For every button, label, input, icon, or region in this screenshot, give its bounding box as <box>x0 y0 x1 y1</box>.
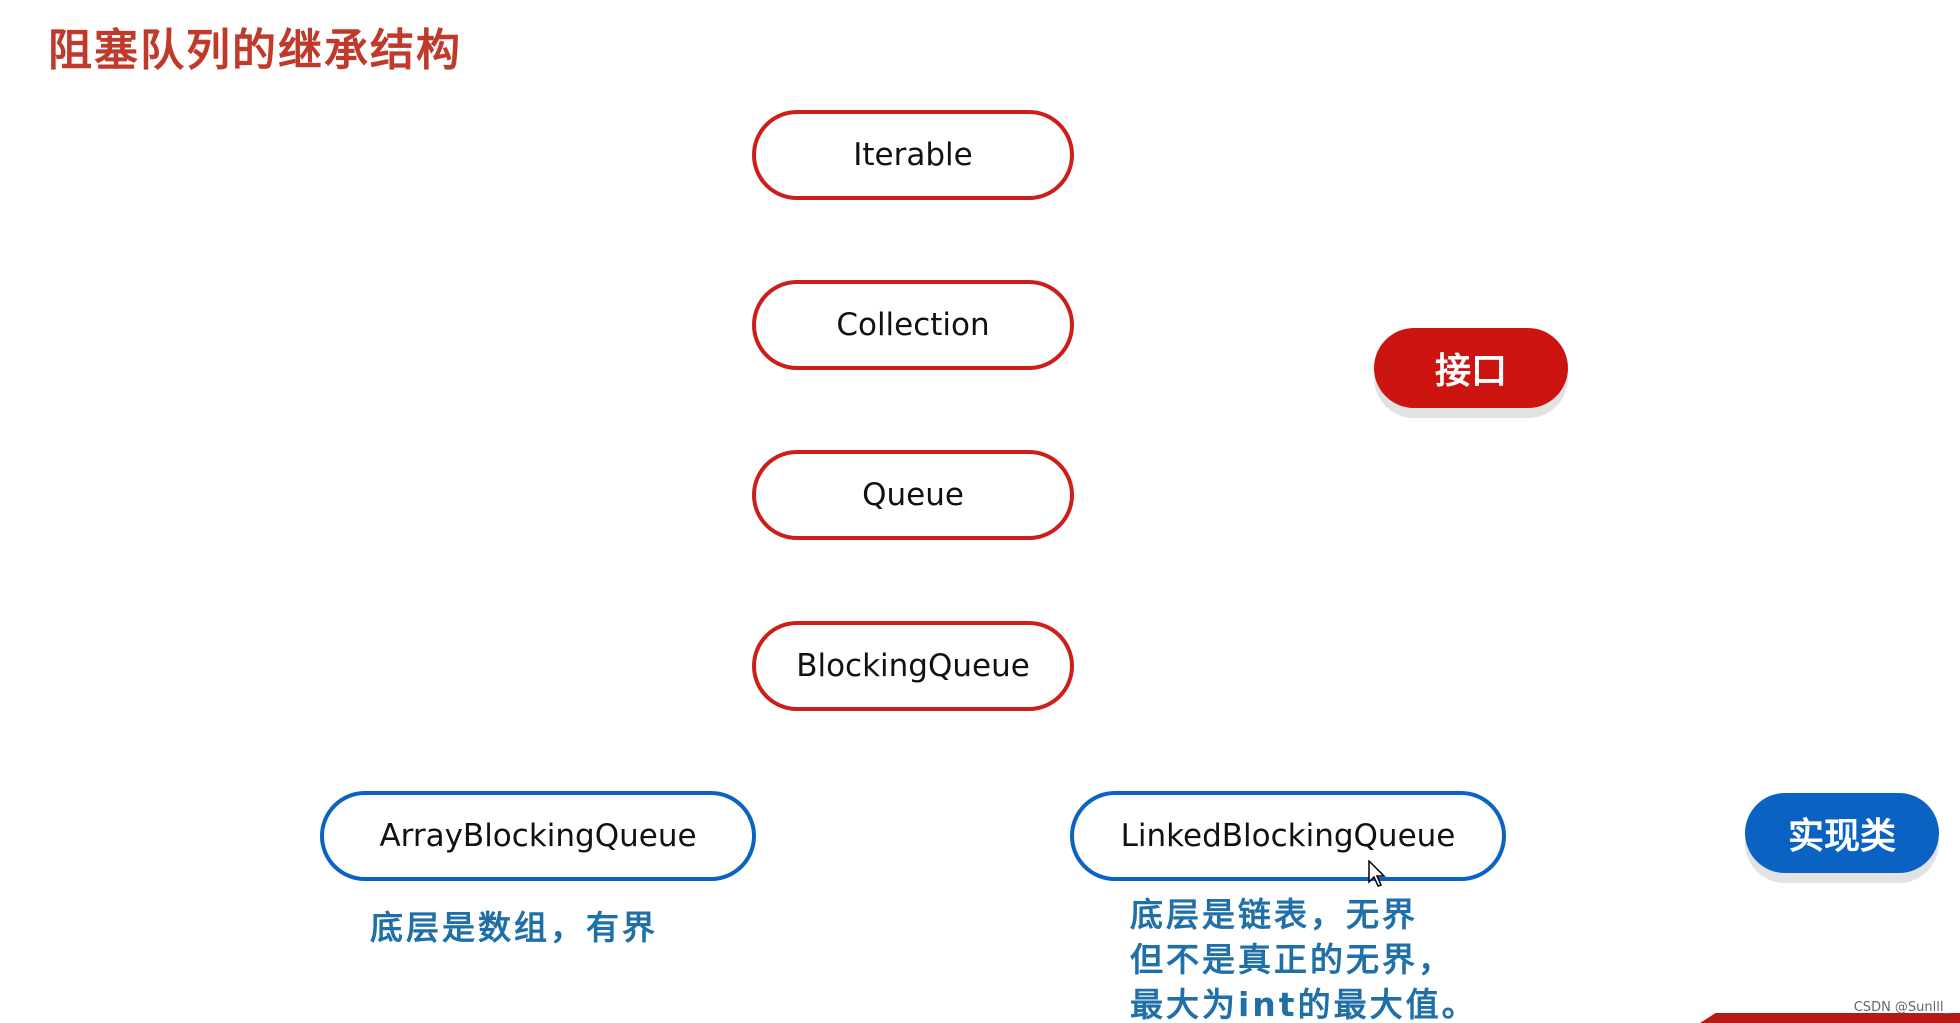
node-queue: Queue <box>752 450 1074 540</box>
node-iterable: Iterable <box>752 110 1074 200</box>
legend-implementation: 实现类 <box>1745 793 1939 873</box>
mouse-pointer-icon <box>1368 860 1386 887</box>
note-line: 但不是真正的无界， <box>1130 940 1454 979</box>
node-collection: Collection <box>752 280 1074 370</box>
node-blockingqueue: BlockingQueue <box>752 621 1074 711</box>
watermark: CSDN @Sunlll_ <box>1853 1000 1950 1015</box>
legend-interface: 接口 <box>1374 328 1568 408</box>
note-line: 底层是链表，无界 <box>1130 895 1418 934</box>
note-arrayblockingqueue: 底层是数组，有界 <box>370 905 658 950</box>
node-linkedblockingqueue: LinkedBlockingQueue <box>1070 791 1506 881</box>
corner-decoration <box>1700 1013 1960 1023</box>
note-line: 底层是数组，有界 <box>370 908 658 947</box>
node-arrayblockingqueue: ArrayBlockingQueue <box>320 791 756 881</box>
note-linkedblockingqueue: 底层是链表，无界 但不是真正的无界， 最大为int的最大值。 <box>1130 892 1478 1023</box>
page-title: 阻塞队列的继承结构 <box>48 25 462 76</box>
note-line: 最大为int的最大值。 <box>1130 985 1478 1023</box>
